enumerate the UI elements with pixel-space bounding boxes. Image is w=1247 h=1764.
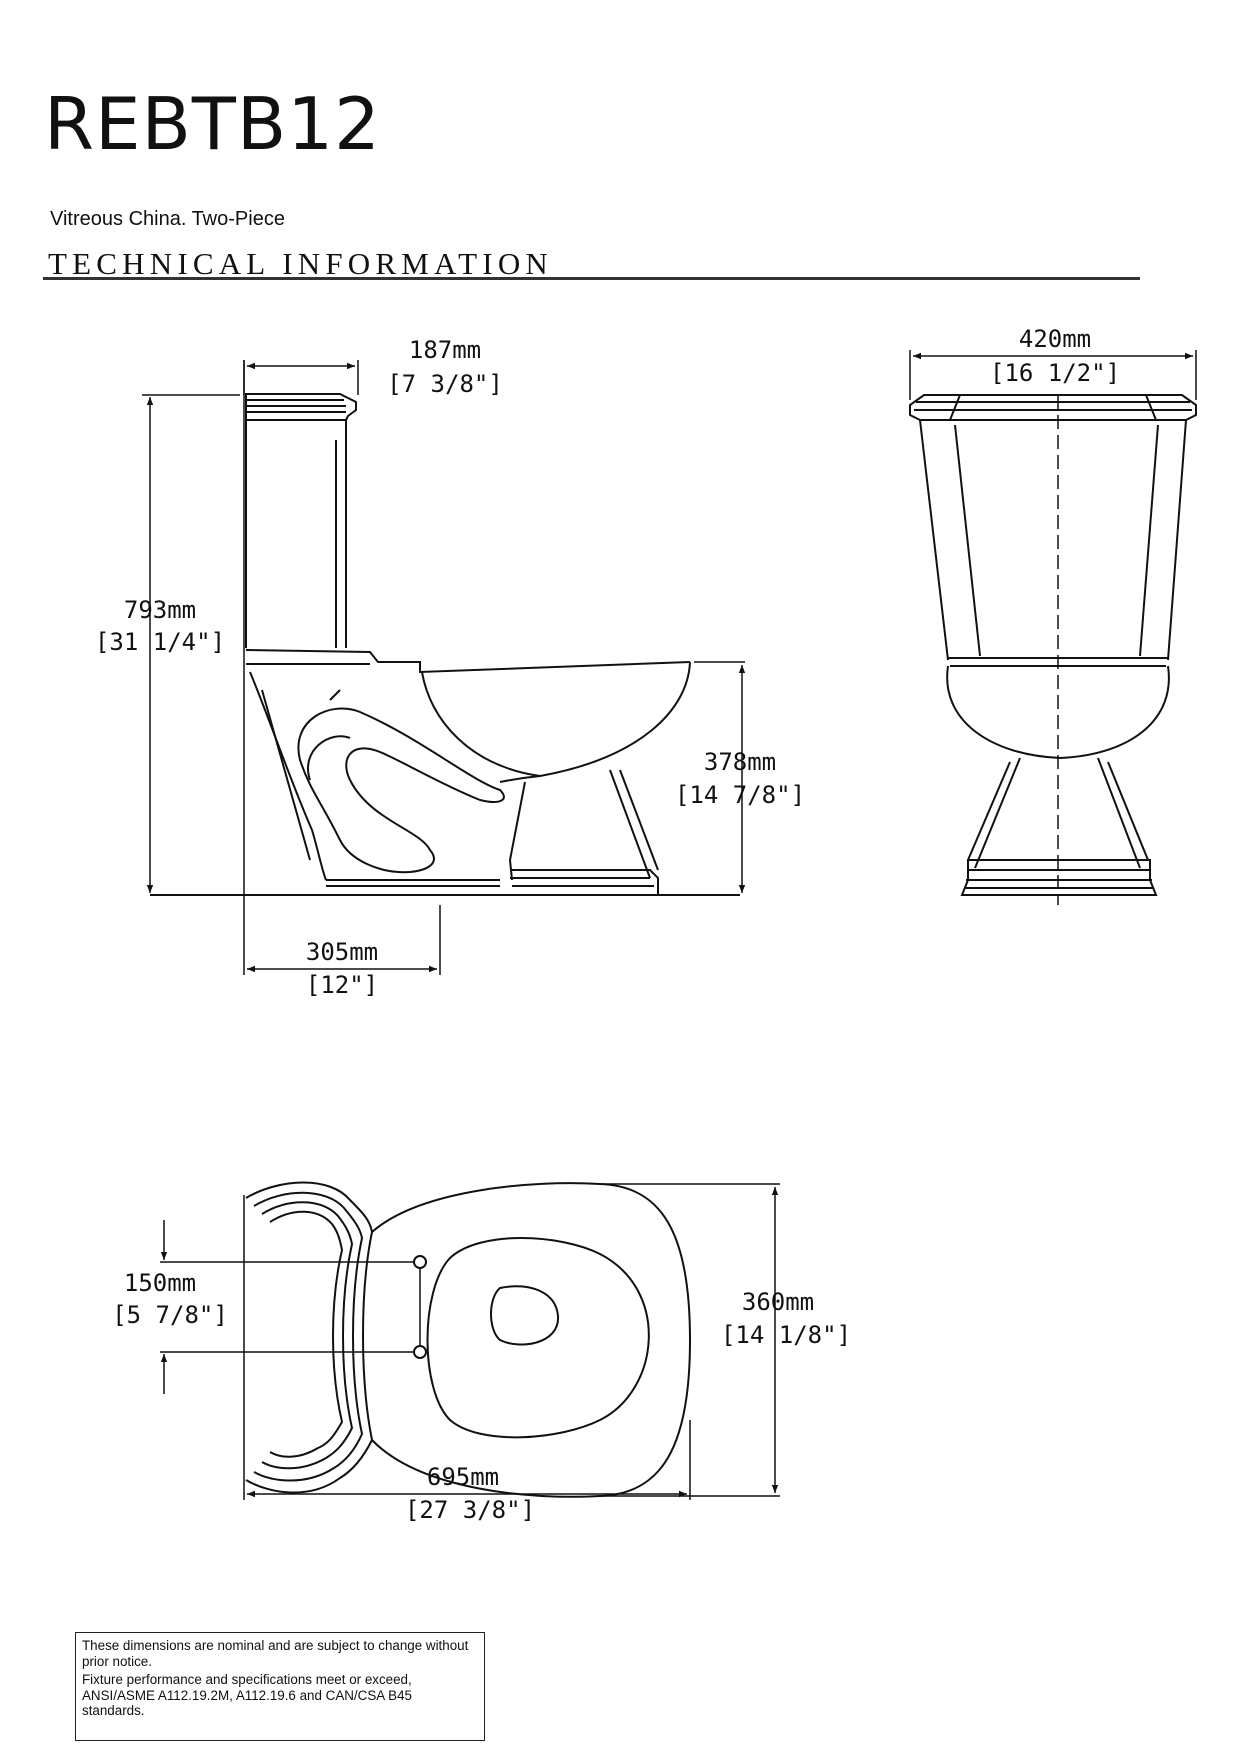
dim-tank-width-in: [16 1/2"] — [990, 359, 1120, 387]
dim-overall-height-mm: 793mm — [124, 596, 196, 624]
dim-tank-width-mm: 420mm — [1019, 325, 1091, 353]
dim-overall-length-mm: 695mm — [427, 1463, 499, 1491]
top-view-dimensions — [160, 1183, 780, 1500]
top-view — [243, 1181, 692, 1500]
dim-rough-in-in: [12"] — [306, 971, 378, 999]
heading-rule — [43, 277, 1140, 280]
dim-bowl-height-mm: 378mm — [704, 748, 776, 776]
model-number: REBTB12 — [44, 82, 381, 166]
dim-bolt-spacing-in: [5 7/8"] — [112, 1301, 228, 1329]
side-view — [150, 360, 740, 896]
dim-overall-length-in: [27 3/8"] — [405, 1496, 535, 1524]
standards-text: Fixture performance and specifications m… — [82, 1672, 412, 1718]
dim-tank-depth-in: [7 3/8"] — [387, 370, 503, 398]
dim-bolt-spacing-mm: 150mm — [124, 1269, 196, 1297]
side-view-dimensions — [142, 360, 746, 975]
dim-overall-height-in: [31 1/4"] — [95, 628, 225, 656]
disclaimer-box: These dimensions are nominal and are sub… — [75, 1632, 485, 1741]
disclaimer-text: These dimensions are nominal and are sub… — [82, 1638, 469, 1669]
dim-bowl-width-mm: 360mm — [742, 1288, 814, 1316]
dim-bowl-height-in: [14 7/8"] — [675, 781, 805, 809]
dim-bowl-width-in: [14 1/8"] — [721, 1321, 851, 1349]
dim-rough-in-mm: 305mm — [306, 938, 378, 966]
section-heading: TECHNICAL INFORMATION — [48, 246, 554, 281]
dim-tank-depth-mm: 187mm — [409, 336, 481, 364]
front-view — [909, 394, 1197, 896]
front-view-dimensions — [909, 350, 1197, 400]
product-subtitle: Vitreous China. Two-Piece — [50, 208, 285, 230]
